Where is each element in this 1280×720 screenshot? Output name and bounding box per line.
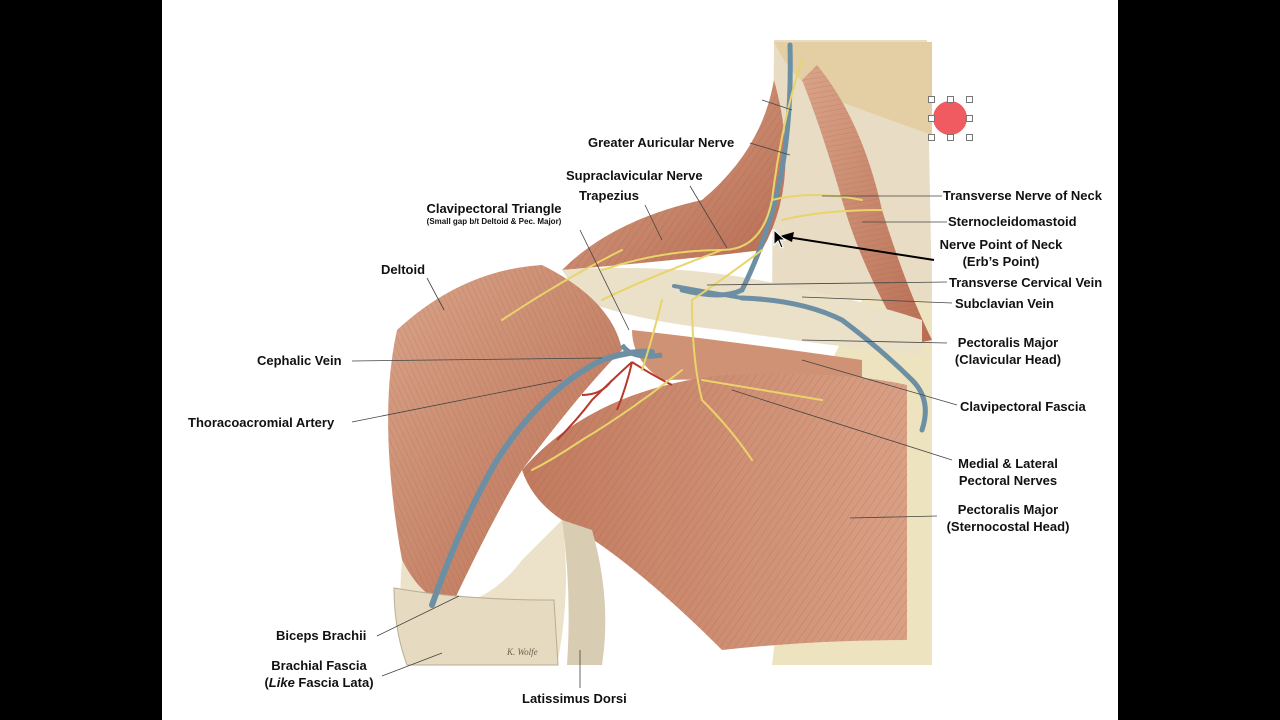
label-nerve-point-of-neck: Nerve Point of Neck(Erb’s Point): [939, 237, 1063, 269]
pectoralis-major-clavicular-head: [632, 330, 862, 385]
label-supraclavicular-nerve: Supraclavicular Nerve: [566, 168, 703, 183]
thoracoacromial-artery: [556, 361, 673, 441]
slide-canvas: K. Wolfe Gre: [162, 0, 1118, 720]
artist-signature: K. Wolfe: [506, 647, 538, 657]
leader-lines: [351, 99, 958, 688]
transverse-cervical-vein: [672, 284, 744, 300]
clavicle-band: [562, 267, 922, 355]
selection-handle[interactable]: [966, 134, 973, 141]
label-pectoralis-major-sternocostal: Pectoralis Major(Sternocostal Head): [946, 502, 1070, 534]
label-clavipectoral-triangle-note: (Small gap b/t Deltoid & Pec. Major): [426, 217, 562, 226]
label-subclavian-vein: Subclavian Vein: [955, 296, 1054, 311]
latissimus-area: [562, 520, 606, 665]
label-brachial-fascia: Brachial Fascia (Like Fascia Lata): [264, 658, 374, 690]
label-transverse-cervical-vein: Transverse Cervical Vein: [949, 275, 1103, 290]
label-sternocleidomastoid: Sternocleidomastoid: [948, 214, 1077, 229]
shoulder-anatomy-illustration: K. Wolfe: [351, 40, 958, 688]
selection-handle[interactable]: [928, 96, 935, 103]
record-dot-selection[interactable]: [928, 96, 973, 141]
jaw: [774, 42, 932, 135]
label-cephalic-vein: Cephalic Vein: [257, 353, 342, 368]
cephalic-vein: [429, 348, 655, 608]
label-pectoralis-major-clavicular: Pectoralis Major(Clavicular Head): [954, 335, 1062, 367]
label-biceps-brachii: Biceps Brachii: [276, 628, 367, 643]
selection-handle[interactable]: [928, 115, 935, 122]
record-dot-icon[interactable]: [933, 101, 967, 135]
selection-handle[interactable]: [966, 96, 973, 103]
cursor-arrow-icon: [773, 229, 787, 249]
supraclavicular-nerves: [501, 59, 883, 471]
selection-handle[interactable]: [966, 115, 973, 122]
label-clavipectoral-fascia: Clavipectoral Fascia: [960, 399, 1086, 414]
label-clavipectoral-triangle: Clavipectoral Triangle (Small gap b/t De…: [414, 200, 574, 227]
label-trapezius: Trapezius: [579, 188, 639, 203]
label-deltoid: Deltoid: [381, 262, 426, 277]
label-thoracoacromial-artery: Thoracoacromial Artery: [188, 415, 335, 430]
label-latissimus-dorsi: Latissimus Dorsi: [522, 691, 627, 706]
selection-handle[interactable]: [928, 134, 935, 141]
selection-handle[interactable]: [947, 96, 954, 103]
selection-handle[interactable]: [947, 134, 954, 141]
label-transverse-nerve-of-neck: Transverse Nerve of Neck: [943, 188, 1102, 203]
label-greater-auricular-nerve: Greater Auricular Nerve: [588, 135, 735, 150]
erbs-point-arrow: [780, 232, 935, 261]
